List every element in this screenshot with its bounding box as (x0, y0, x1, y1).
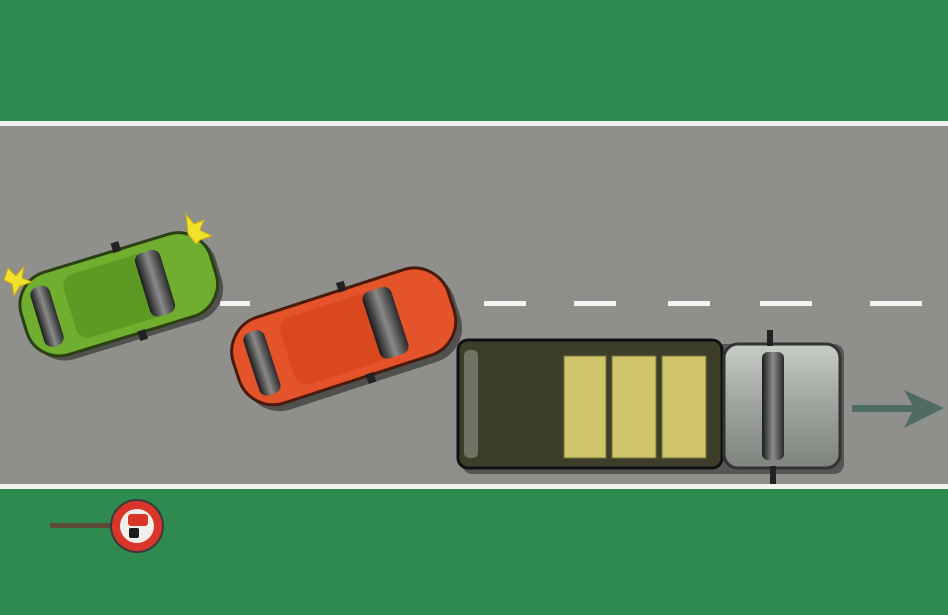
cab-mirror (767, 330, 773, 346)
truck (456, 330, 844, 484)
lane-dash (220, 301, 250, 306)
rear-window (243, 330, 281, 396)
lane-dash (870, 301, 922, 306)
road-edge-line-top (0, 121, 948, 126)
cargo-panel (611, 355, 657, 459)
lane-dash (484, 301, 526, 306)
windshield (362, 286, 409, 359)
mirror (137, 329, 149, 342)
grass-bottom (0, 486, 948, 615)
cab-windshield (762, 352, 784, 460)
lane-center-dashes (220, 301, 922, 306)
lane-dash (574, 301, 616, 306)
mirror (335, 280, 347, 293)
rear-window (30, 285, 64, 347)
windshield (135, 249, 176, 317)
mirror (110, 241, 122, 254)
hazard-light-flash-icon (3, 212, 214, 298)
cargo-panel (661, 355, 707, 459)
sign-post (50, 523, 112, 528)
no-overtaking-trucks-sign-icon (50, 499, 164, 553)
lane-dash (760, 301, 812, 306)
grass-top (0, 0, 948, 125)
green-car (18, 231, 224, 361)
cargo-panel (563, 355, 607, 459)
sign-black-car (129, 528, 139, 538)
cargo-rear-edge (464, 350, 478, 458)
sign-red-truck (128, 514, 148, 526)
right-arrow-icon (852, 390, 944, 428)
mirror (365, 372, 377, 384)
lane-dash (668, 301, 710, 306)
road-edge-line-bottom (0, 484, 948, 489)
red-car (230, 266, 463, 412)
cab-mirror (770, 466, 776, 484)
